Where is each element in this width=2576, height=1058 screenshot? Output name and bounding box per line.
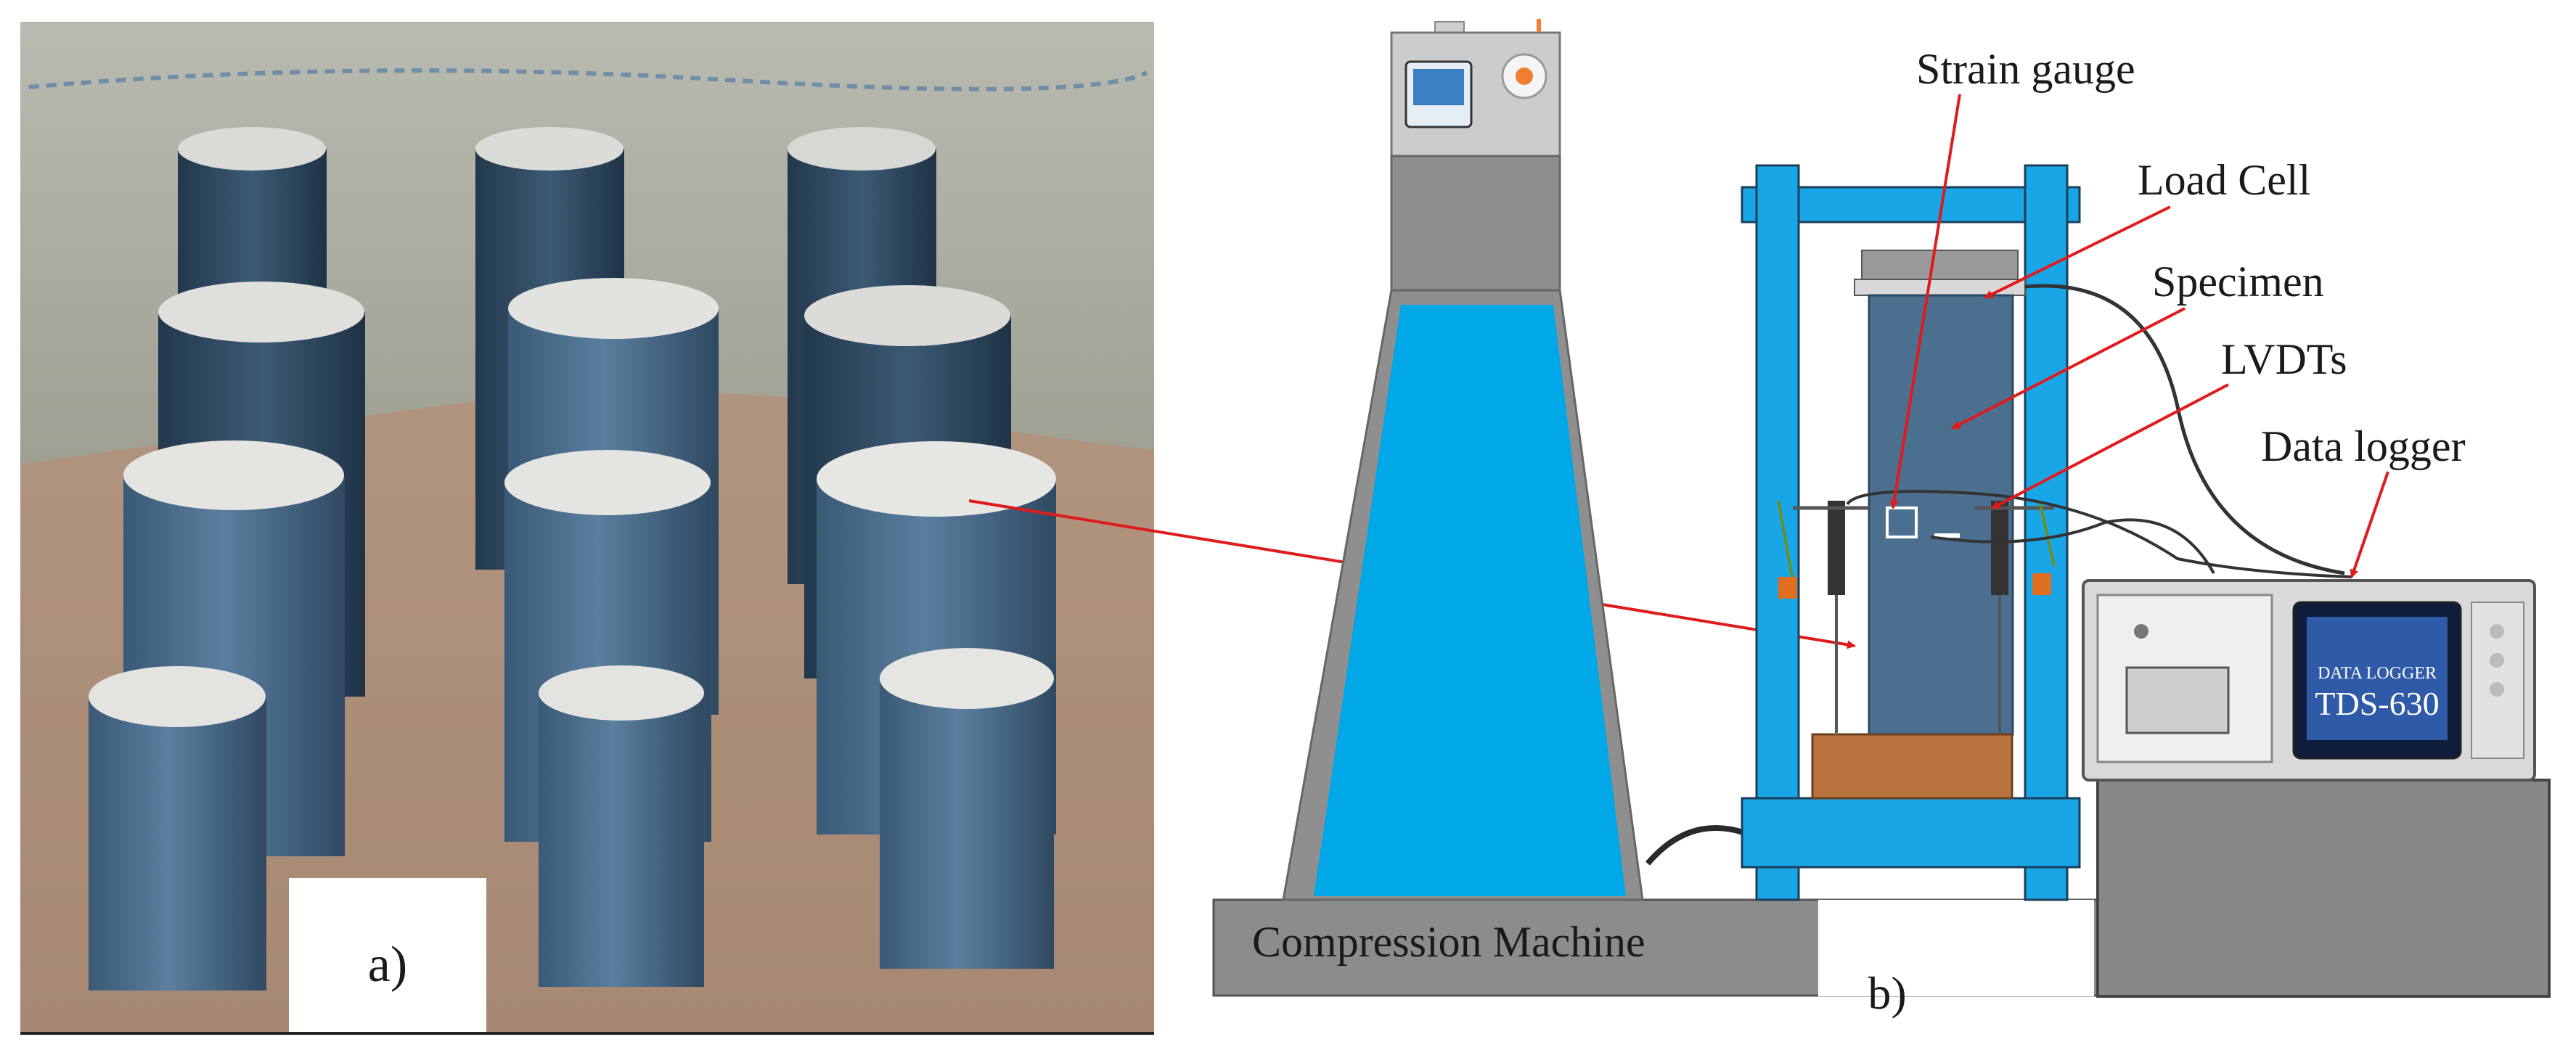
loading-frame: [1741, 164, 2352, 901]
hydraulic-hose: [1645, 825, 1751, 866]
specimen-arrow: [1951, 307, 2185, 430]
data-logger-label: Data logger: [2261, 422, 2466, 470]
panel-a-photo: a): [20, 22, 1154, 1054]
strain-gauge: [1886, 507, 1918, 538]
data-logger: DATA LOGGER TDS-630: [2082, 579, 2551, 998]
load-cell: [1861, 250, 2019, 280]
load-cell-wire: [2024, 284, 2345, 575]
specimen-label: Specimen: [2152, 258, 2324, 305]
bearing-plate: [1811, 733, 2013, 800]
specimen-cylinder: [89, 666, 266, 991]
frame-left-column: [1755, 164, 1800, 901]
data-logger-arrow: [2350, 471, 2389, 578]
lvdt-left: [1777, 500, 1869, 733]
panel-b-schematic: b) Compression Machine: [1212, 19, 2551, 1019]
logger-screen-line2: TDS-630: [2315, 685, 2439, 722]
specimen-cylinder: [539, 665, 704, 987]
sack-stitch-line: [28, 68, 1148, 91]
frame-bottom-beam: [1741, 797, 2081, 869]
machine-blue-panel: [1314, 305, 1626, 896]
panel-b-label-box: [1818, 900, 2094, 996]
strain-gauge-label: Strain gauge: [1916, 45, 2135, 93]
strain-gauge-arrow: [1889, 94, 1961, 509]
load-cell-plate: [1854, 279, 2026, 296]
lvdts-arrow: [1991, 383, 2229, 509]
panel-b-label: b): [1868, 967, 1906, 1019]
strain-gauge-wire: [1930, 518, 2215, 574]
specimen-cylinder: [123, 440, 345, 856]
lvdt-right: [1974, 500, 2056, 733]
compression-machine: [1282, 19, 1644, 901]
logger-screen-line1: DATA LOGGER: [2318, 664, 2437, 683]
test-specimen: [1868, 294, 2014, 736]
lvdt-wire: [1846, 490, 2352, 578]
logger-stand: [2096, 779, 2551, 998]
load-cell-arrow: [1984, 205, 2171, 299]
panel-a-label: a): [368, 937, 407, 993]
specimen-cylinder: [880, 648, 1054, 969]
load-cell-label: Load Cell: [2138, 156, 2310, 204]
lvdts-label: LVDTs: [2221, 335, 2347, 383]
panel-a-label-box: [289, 878, 486, 1054]
machine-neck: [1390, 155, 1561, 292]
logger-printer-slot: [2125, 666, 2230, 734]
machine-label: Compression Machine: [1252, 918, 1645, 966]
